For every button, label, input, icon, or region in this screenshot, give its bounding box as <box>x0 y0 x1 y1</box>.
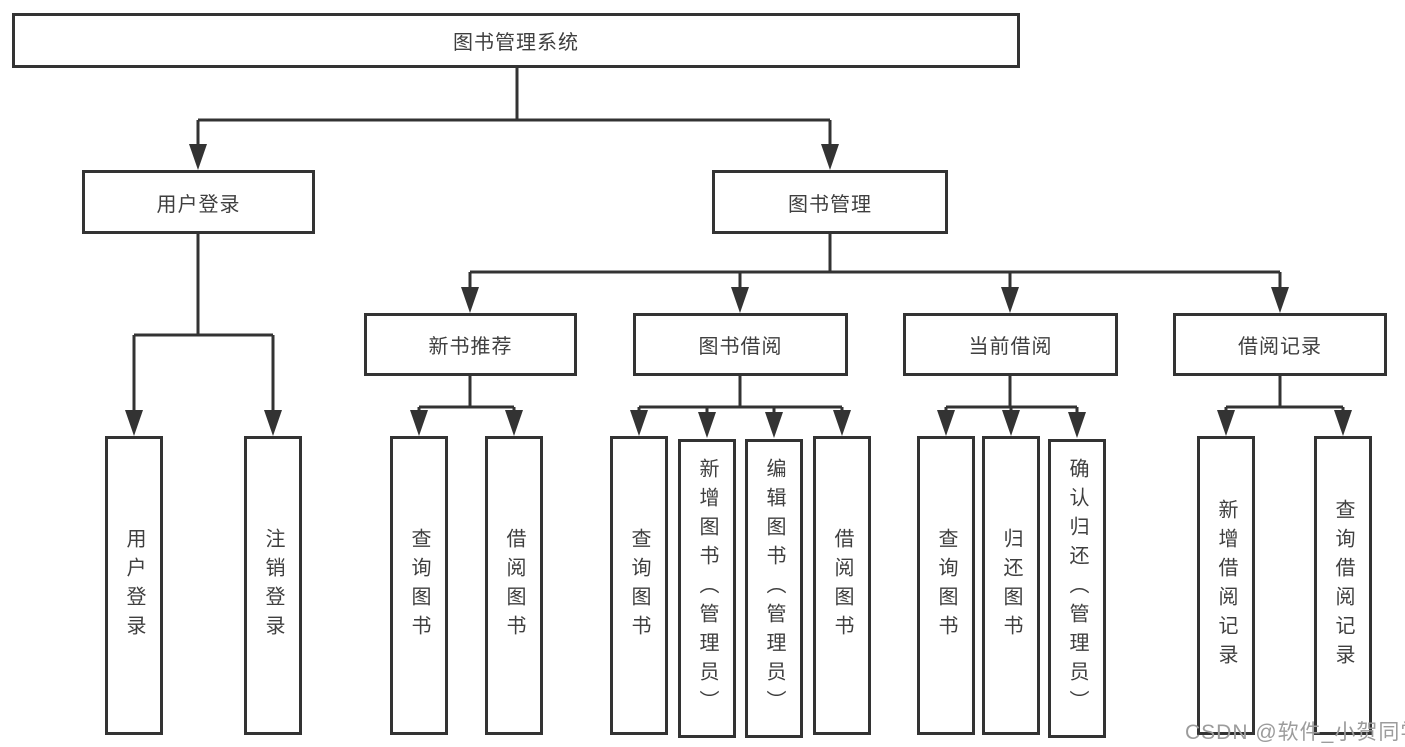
node-borrowing-records: 借阅记录 <box>1173 313 1387 376</box>
leaf-query-books-current: 查询图书 <box>917 436 975 735</box>
node-label: 确认归还（管理员） <box>1066 458 1088 719</box>
leaf-query-books-borrowing: 查询图书 <box>610 436 668 735</box>
leaf-query-borrow-record: 查询借阅记录 <box>1314 436 1372 735</box>
node-new-book-recommendation: 新书推荐 <box>364 313 577 376</box>
node-label: 编辑图书（管理员） <box>763 458 785 719</box>
node-label: 新书推荐 <box>428 336 513 358</box>
leaf-add-borrow-record: 新增借阅记录 <box>1197 436 1255 735</box>
node-book-management-branch: 图书管理 <box>712 170 948 234</box>
node-label: 新增借阅记录 <box>1215 498 1237 673</box>
node-library-management-system: 图书管理系统 <box>12 13 1020 68</box>
node-book-borrowing: 图书借阅 <box>633 313 848 376</box>
node-label: 借阅图书 <box>831 527 853 644</box>
node-label: 查询图书 <box>628 527 650 644</box>
leaf-user-login: 用户登录 <box>105 436 163 735</box>
node-user-login-branch: 用户登录 <box>82 170 315 234</box>
leaf-query-books-recommend: 查询图书 <box>390 436 448 735</box>
node-label: 借阅记录 <box>1238 336 1322 358</box>
node-label: 借阅图书 <box>503 527 525 644</box>
node-label: 注销登录 <box>262 527 284 644</box>
node-label: 归还图书 <box>1000 527 1022 644</box>
node-label: 新增图书（管理员） <box>696 458 718 719</box>
leaf-borrow-books-recommend: 借阅图书 <box>485 436 543 735</box>
node-label: 图书管理 <box>788 193 872 216</box>
node-label: 当前借阅 <box>968 336 1053 358</box>
watermark: CSDN @软件_小贺同学 <box>1185 721 1405 744</box>
node-label: 用户登录 <box>123 527 145 644</box>
leaf-edit-books-admin: 编辑图书（管理员） <box>745 439 803 738</box>
leaf-logout: 注销登录 <box>244 436 302 735</box>
node-current-borrowing: 当前借阅 <box>903 313 1118 376</box>
node-label: 图书管理系统 <box>453 32 579 54</box>
leaf-confirm-return-admin: 确认归还（管理员） <box>1048 439 1106 738</box>
node-label: 图书借阅 <box>698 336 783 358</box>
node-label: 查询图书 <box>935 527 957 644</box>
node-label: 用户登录 <box>156 193 241 216</box>
leaf-return-books: 归还图书 <box>982 436 1040 735</box>
node-label: 查询借阅记录 <box>1332 498 1354 673</box>
node-label: 查询图书 <box>408 527 430 644</box>
leaf-borrow-books: 借阅图书 <box>813 436 871 735</box>
leaf-add-books-admin: 新增图书（管理员） <box>678 439 736 738</box>
